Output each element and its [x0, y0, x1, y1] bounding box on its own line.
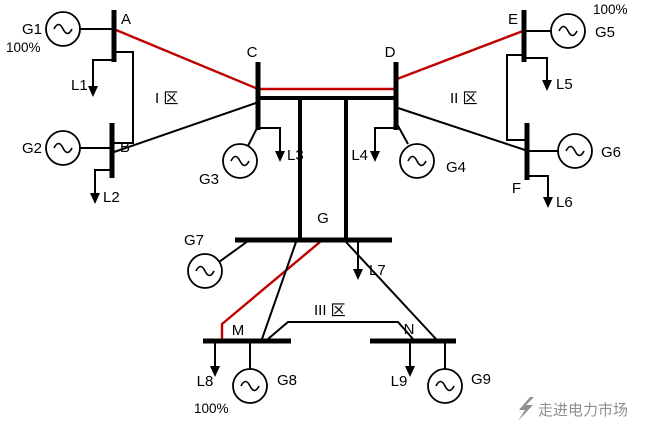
load-l8-label: L8	[197, 373, 214, 390]
line-d-f	[397, 107, 526, 151]
line-a-b	[114, 51, 134, 144]
sine-wave-icon	[435, 380, 455, 392]
sine-wave-icon	[53, 142, 73, 154]
generator-g5	[550, 13, 586, 49]
bus-g-label: G	[317, 210, 329, 227]
bus-b-label: B	[120, 139, 130, 156]
load-l3-line	[260, 127, 281, 152]
load-l3-label: L3	[287, 147, 304, 164]
line-d-e-red	[396, 29, 524, 81]
bus-c-label: C	[247, 44, 258, 61]
load-l7-arrow-icon	[353, 269, 363, 280]
generator-g1-note: 100%	[6, 40, 41, 55]
line-g-m-black	[261, 241, 297, 340]
generator-g2-label: G2	[22, 140, 42, 157]
generator-g1	[45, 11, 81, 47]
generator-g9-label: G9	[471, 371, 491, 388]
load-l9-label: L9	[391, 373, 408, 390]
generator-g7-label: G7	[184, 232, 204, 249]
load-l2-line	[94, 169, 112, 194]
lightning-icon	[518, 397, 534, 421]
zone-i-label: I 区	[155, 90, 178, 107]
sine-wave-icon	[195, 265, 215, 277]
bus-a-label: A	[121, 11, 131, 28]
load-l7-label: L7	[369, 262, 386, 279]
bus-m-label: M	[232, 322, 245, 339]
zone-ii-label: II 区	[450, 90, 478, 107]
sine-wave-icon	[565, 145, 585, 157]
bus-n-label: N	[404, 321, 415, 338]
sine-wave-icon	[240, 380, 260, 392]
load-l6-line	[529, 175, 549, 198]
sine-wave-icon	[407, 155, 427, 167]
load-l8-arrow-icon	[210, 366, 220, 377]
load-l6-arrow-icon	[543, 197, 553, 208]
load-l8-note: 100%	[194, 401, 229, 416]
line-g-n-black	[345, 241, 437, 340]
sine-wave-icon	[230, 155, 250, 167]
load-l5-label: L5	[556, 76, 573, 93]
generator-g4	[399, 143, 435, 179]
load-l4-arrow-icon	[370, 151, 380, 162]
bus-e-label: E	[508, 11, 518, 28]
sine-wave-icon	[53, 23, 73, 35]
generator-g5-label: G5	[595, 24, 615, 41]
generator-g6	[557, 133, 593, 169]
generator-g8-label: G8	[277, 372, 297, 389]
generator-g7	[187, 253, 223, 289]
line-b-c	[113, 102, 257, 153]
load-l4-label: L4	[351, 147, 368, 164]
generator-g5-note: 100%	[593, 2, 628, 17]
watermark-text: 走进电力市场	[538, 402, 628, 419]
load-l5-arrow-icon	[542, 80, 552, 91]
lead-g7-g	[218, 240, 249, 263]
load-l3-arrow-icon	[275, 151, 285, 162]
zone-iii-label: III 区	[314, 302, 346, 319]
load-l1-line	[92, 59, 114, 87]
line-e-f	[506, 54, 525, 141]
watermark: 走进电力市场	[518, 397, 628, 421]
load-l2-label: L2	[103, 189, 120, 206]
load-l4-line	[374, 127, 394, 152]
lead-g4-d	[396, 123, 409, 145]
generator-g2	[45, 130, 81, 166]
generator-g4-label: G4	[446, 159, 466, 176]
generator-g3-label: G3	[199, 171, 219, 188]
bus-f-label: F	[512, 180, 521, 197]
generator-g1-label: G1	[22, 21, 42, 38]
sine-wave-icon	[558, 25, 578, 37]
line-m-n	[267, 321, 414, 340]
load-l2-arrow-icon	[90, 193, 100, 204]
load-l1-arrow-icon	[88, 86, 98, 97]
generator-g3	[222, 143, 258, 179]
line-a-c-red	[115, 28, 259, 91]
load-l6-label: L6	[556, 194, 573, 211]
bus-d-label: D	[385, 44, 396, 61]
load-l1-label: L1	[71, 77, 88, 94]
load-l9-arrow-icon	[405, 366, 415, 377]
load-l5-line	[526, 57, 548, 81]
generator-g9	[427, 368, 463, 404]
generator-g8	[232, 368, 268, 404]
generator-g6-label: G6	[601, 144, 621, 161]
